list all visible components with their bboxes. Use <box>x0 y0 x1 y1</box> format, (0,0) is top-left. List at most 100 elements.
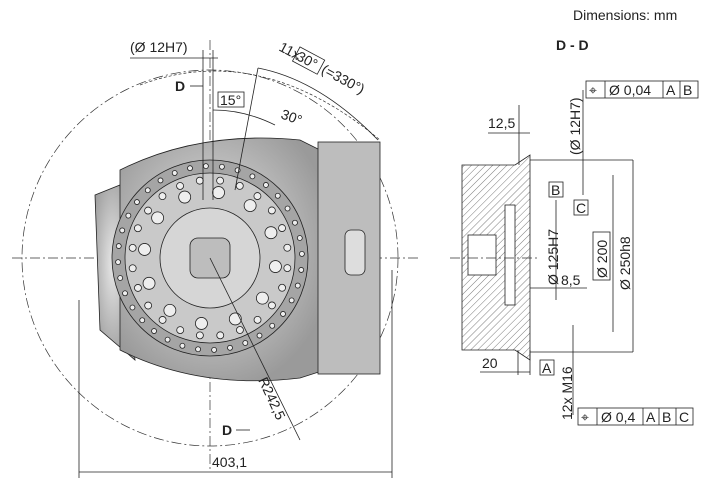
bolt-hole <box>211 347 217 353</box>
bolt-hole <box>134 284 142 292</box>
bolt-hole <box>219 163 225 170</box>
bolt-hole <box>269 260 282 273</box>
bolt-hole <box>138 243 151 256</box>
datum-ref: A <box>646 409 656 425</box>
bolt-hole <box>128 264 137 273</box>
width-dimension: 403,1 <box>212 454 247 470</box>
bolt-hole <box>179 342 186 349</box>
bolt-hole <box>144 301 153 310</box>
bolt-hole <box>235 182 244 190</box>
bolt-hole <box>283 243 292 252</box>
front-view: (Ø 12H7) D 15° 30° 11x 30° (=330°) R242,… <box>12 39 420 478</box>
tolerance-value: Ø 0,4 <box>601 409 635 425</box>
bolt-hole <box>134 224 142 233</box>
bolt-hole <box>269 322 276 329</box>
bolt-hole <box>212 186 225 199</box>
datum-c: C <box>576 200 586 216</box>
bolt-hole <box>134 199 140 205</box>
angle-15-label: 15° <box>220 92 241 108</box>
bolt-hole <box>115 243 122 249</box>
bolt-hole <box>253 315 262 324</box>
position-tolerance-bottom: ⌖ Ø 0,4 A B C <box>577 407 694 426</box>
bolt-hole <box>268 301 276 310</box>
units-label: Dimensions: mm <box>573 7 677 23</box>
bolt-hole <box>242 340 249 346</box>
bolt-hole <box>125 212 132 219</box>
bolt-hole <box>139 317 146 324</box>
bolt-hole <box>299 251 305 257</box>
bolt-hole <box>284 205 291 212</box>
bolt-hole <box>280 311 286 317</box>
bolt-hole <box>236 326 244 334</box>
bolt-hole <box>298 267 305 273</box>
bolt-hole <box>195 317 208 330</box>
radius-label: R242,5 <box>255 375 289 423</box>
bolt-hole <box>249 173 256 180</box>
bolt-hole <box>264 226 278 240</box>
bolt-hole <box>243 199 257 213</box>
bolt-hole <box>195 176 204 185</box>
plate-handle <box>344 229 366 276</box>
bolt-hole <box>195 346 201 353</box>
position-tolerance-top: ⌖ Ø 0,04 A B <box>585 80 699 99</box>
dia-125: Ø 125H7 <box>545 229 561 285</box>
center-bearing <box>467 234 497 276</box>
bolt-hole <box>216 331 225 340</box>
bolt-hole <box>176 326 185 334</box>
bolt-hole <box>187 165 193 172</box>
bolt-hole <box>274 192 281 199</box>
bolt-hole <box>288 297 295 304</box>
bolt-hole <box>115 259 121 265</box>
bolt-hole <box>119 227 126 234</box>
bolt-hole <box>292 219 298 226</box>
section-marker-bottom: D <box>222 422 232 438</box>
position-symbol: ⌖ <box>589 82 597 98</box>
bolt-hole <box>263 182 269 188</box>
bolt-holes <box>115 163 305 353</box>
bolt-hole <box>164 336 171 343</box>
datum-a: A <box>542 360 552 376</box>
bolt-hole <box>151 211 165 225</box>
bolt-hole <box>195 331 204 340</box>
bolt-hole <box>128 243 137 252</box>
dim-12-5: 12,5 <box>488 115 515 131</box>
bolt-hole <box>278 224 286 232</box>
bolt-hole <box>294 282 301 289</box>
section-marker-top: D <box>175 78 185 94</box>
dim-8-5: 8,5 <box>561 272 581 288</box>
bolt-hole <box>171 170 178 176</box>
bolt-hole <box>283 264 292 273</box>
dim-20: 20 <box>482 355 498 371</box>
bolt-hole <box>178 190 192 204</box>
tolerance-value: Ø 0,04 <box>609 82 651 98</box>
dia-200: Ø 200 <box>594 240 610 278</box>
datum-ref: B <box>683 82 692 98</box>
bolt-hole <box>267 206 276 215</box>
bolt-hole <box>151 328 157 334</box>
bolt-hole <box>117 275 124 281</box>
thread-label: 12x M16 <box>559 366 575 420</box>
bolt-hole <box>157 177 164 184</box>
bolt-hole <box>253 192 262 200</box>
bolt-hole <box>158 192 167 201</box>
bolt-hole <box>255 291 269 305</box>
section-view: 12,5 (Ø 12H7) ⌖ Ø 0,04 A B B C Ø 125H7 8… <box>450 80 699 426</box>
pattern-total: (=330°) <box>319 61 368 97</box>
bolt-hole <box>122 290 128 297</box>
bolt-hole <box>158 316 167 324</box>
bolt-hole <box>129 304 136 311</box>
bolt-hole <box>256 332 263 339</box>
bore-label: (Ø 12H7) <box>130 39 188 55</box>
bolt-hole <box>144 206 152 215</box>
bolt-hole <box>296 235 303 241</box>
section-bore-label: (Ø 12H7) <box>567 97 583 155</box>
bolt-hole <box>203 163 209 169</box>
bolt-hole <box>278 283 286 292</box>
position-symbol: ⌖ <box>581 409 589 425</box>
datum-b: B <box>551 182 560 198</box>
dia-250: Ø 250h8 <box>617 236 633 290</box>
datum-ref: A <box>666 82 676 98</box>
bolt-hole <box>163 303 177 317</box>
